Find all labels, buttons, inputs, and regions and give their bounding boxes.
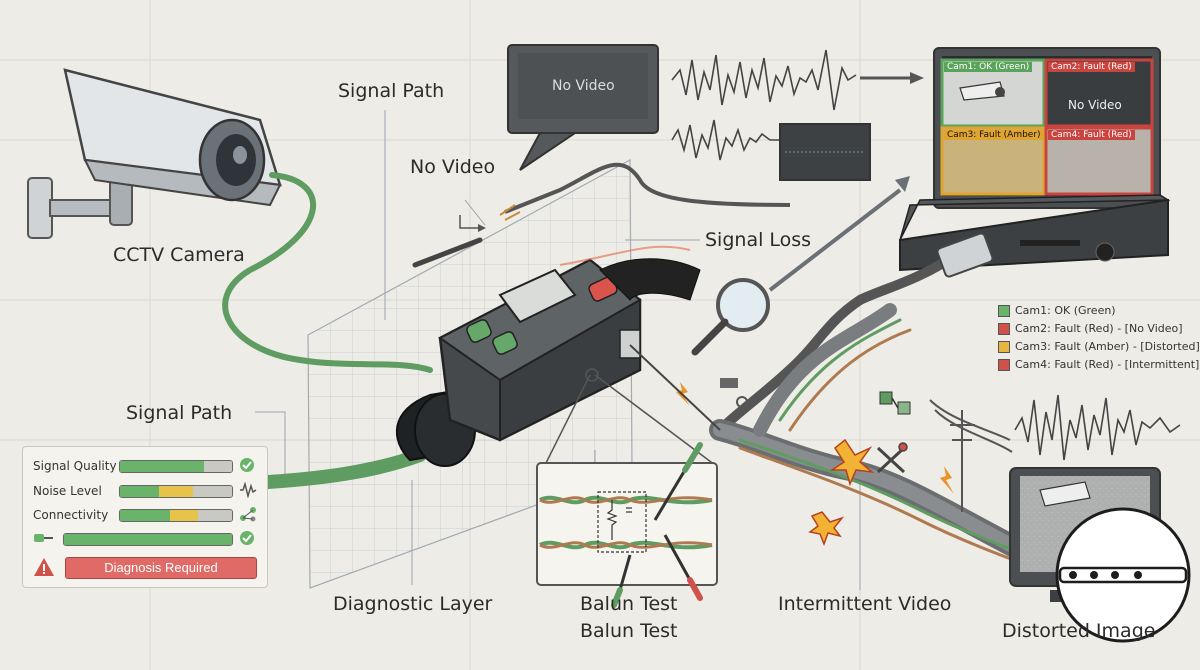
legend-text: Cam2: Fault (Red) - [No Video] [1015, 322, 1183, 335]
label-diagnostic-layer: Diagnostic Layer [333, 593, 493, 615]
connectivity-bar [119, 509, 233, 522]
plug-icon [34, 534, 53, 542]
tools-icon [876, 442, 908, 474]
diagnosis-required-badge[interactable]: Diagnosis Required [65, 557, 257, 579]
check-icon [240, 458, 254, 472]
dvr-tile-label: Cam2: Fault (Red) [1048, 62, 1135, 72]
signal-quality-bar [119, 460, 233, 473]
camera-cable [222, 172, 433, 373]
label-signal-path-left: Signal Path [126, 402, 233, 424]
legend-item: Cam1: OK (Green) [998, 304, 1116, 317]
dvr-tile-label: Cam1: OK (Green) [944, 62, 1033, 72]
utility-pole-icon [929, 399, 1013, 512]
dvr-tile-label: Cam3: Fault (Amber) [944, 130, 1044, 140]
label-signal-path-top: Signal Path [338, 80, 445, 102]
network-node-icon [240, 507, 256, 522]
legend-swatch [998, 304, 1010, 317]
fault-spark-icon [676, 382, 954, 547]
distorted-image-monitor-icon [1009, 467, 1191, 643]
legend-item: Cam2: Fault (Red) - [No Video] [998, 322, 1183, 335]
magnifier-icon [691, 176, 910, 356]
metric-label-signal-quality: Signal Quality [33, 459, 117, 473]
waveform-icon [240, 482, 257, 498]
label-balun-test-2: Balun Test [580, 620, 678, 642]
label-distorted-image: Distorted Image [1002, 620, 1156, 642]
legend-text: Cam1: OK (Green) [1015, 304, 1116, 317]
warning-icon [34, 558, 54, 576]
broken-cable [412, 162, 791, 268]
legend-swatch [998, 322, 1010, 335]
legend-swatch [998, 340, 1010, 353]
cctv-camera-icon [27, 68, 282, 239]
waveforms [671, 49, 1181, 461]
dvr-monitor [899, 47, 1171, 272]
check-icon [240, 531, 254, 545]
balun-test-inset [536, 368, 718, 608]
legend-text: Cam3: Fault (Amber) - [Distorted] [1015, 340, 1200, 353]
label-signal-loss: Signal Loss [705, 229, 812, 251]
connection-node-icon [720, 378, 911, 415]
network-cable [715, 250, 960, 435]
metric-label-noise-level: Noise Level [33, 484, 102, 498]
legend-text: Cam4: Fault (Red) - [Intermittent] [1015, 358, 1200, 371]
overall-status-bar [63, 533, 233, 546]
label-no-video: No Video [410, 156, 496, 178]
no-video-screen-text: No Video [552, 78, 615, 94]
legend-item: Cam3: Fault (Amber) - [Distorted] [998, 340, 1200, 353]
dvr-label: DVR [922, 216, 946, 229]
noise-level-bar [119, 485, 233, 498]
legend-swatch [998, 358, 1010, 371]
metric-label-connectivity: Connectivity [33, 508, 109, 522]
diagnostic-status-panel: Signal Quality Noise Level Connectivity … [22, 446, 268, 588]
signal-path-cable [261, 448, 427, 489]
dvr-tile-label: Cam4: Fault (Red) [1048, 130, 1135, 140]
dvr-cam2-no-video: No Video [1068, 98, 1122, 112]
label-cctv-camera: CCTV Camera [113, 244, 245, 266]
pointer-lines [255, 110, 861, 590]
label-intermittent-video: Intermittent Video [778, 593, 952, 615]
legend-item: Cam4: Fault (Red) - [Intermittent] [998, 358, 1199, 371]
no-video-monitor-icon [507, 44, 659, 171]
label-balun-test-1: Balun Test [580, 593, 678, 615]
